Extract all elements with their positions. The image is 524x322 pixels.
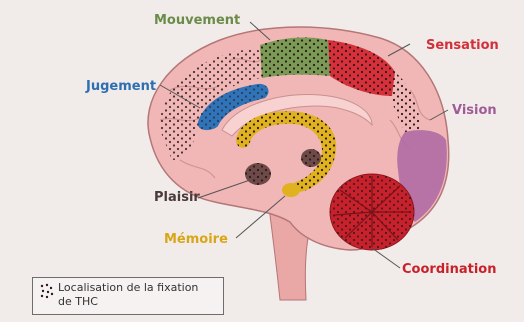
legend-text: Localisation de la fixation de THC (58, 281, 198, 309)
label-jugement: Jugement (86, 79, 156, 94)
legend-line-1: Localisation de la fixation (58, 281, 198, 295)
label-mouvement: Mouvement (154, 13, 240, 28)
thc-dots-icon (39, 283, 55, 299)
legend: Localisation de la fixation de THC (32, 277, 224, 315)
label-coordination: Coordination (402, 262, 496, 277)
legend-line-2: de THC (58, 295, 198, 309)
label-sensation: Sensation (426, 38, 499, 53)
label-plaisir: Plaisir (154, 190, 200, 205)
label-vision: Vision (452, 103, 497, 118)
label-memoire: Mémoire (164, 232, 228, 247)
